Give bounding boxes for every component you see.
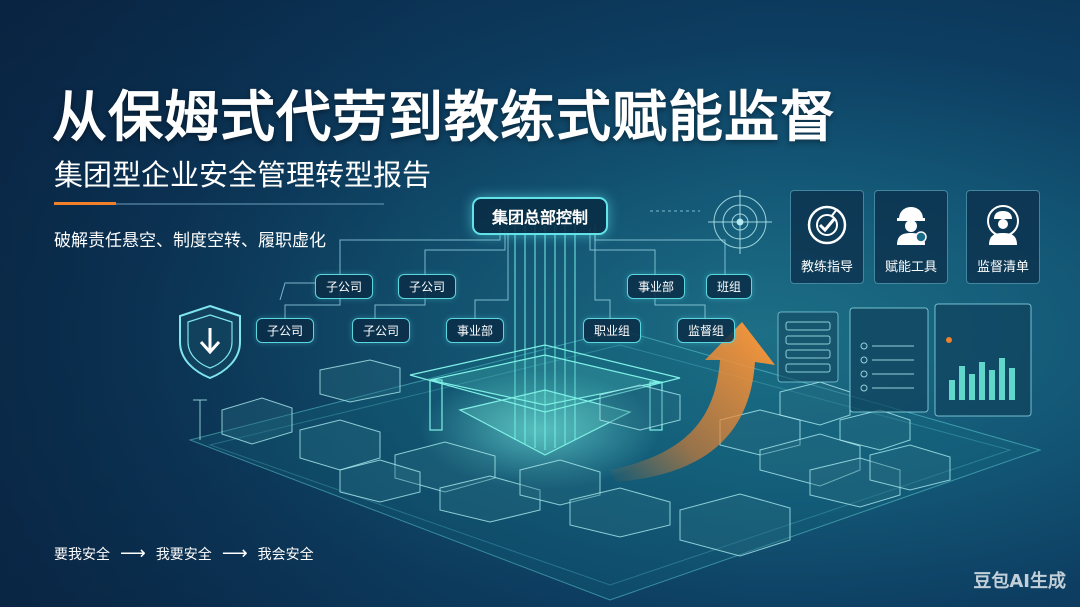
org-node-division: 事业部: [446, 318, 505, 343]
org-node-subsidiary: 子公司: [256, 318, 315, 343]
org-node-headquarters: 集团总部控制: [472, 197, 609, 235]
growth-arrow-icon: [610, 322, 775, 482]
org-node-subsidiary: 子公司: [398, 274, 457, 299]
tool-card-empowerment: 赋能工具: [874, 190, 948, 284]
tool-card-coaching: 教练指导: [790, 190, 864, 284]
org-node-supervision-group: 监督组: [677, 318, 736, 343]
tool-label: 教练指导: [800, 260, 853, 275]
radar-icon: [708, 190, 772, 254]
tagline: 破解责任悬空、制度空转、履职虚化: [54, 231, 326, 251]
worker-icon: [897, 207, 927, 245]
org-node-subsidiary: 子公司: [315, 274, 374, 299]
flow-step: 我要安全: [155, 546, 212, 563]
page-title: 从保姆式代劳到教练式赋能监督: [52, 85, 837, 149]
arrow-right-icon: ⟶: [221, 543, 248, 564]
flow-step: 我会安全: [257, 546, 314, 563]
org-node-job-group: 职业组: [583, 318, 642, 343]
tool-label: 赋能工具: [884, 260, 937, 275]
org-node-subsidiary: 子公司: [352, 318, 411, 343]
org-node-division: 事业部: [627, 274, 686, 299]
watermark: 豆包AI生成: [973, 571, 1066, 592]
page-subtitle: 集团型企业安全管理转型报告: [54, 158, 432, 192]
arrow-right-icon: ⟶: [120, 543, 146, 564]
tool-card-supervision: 监督清单: [966, 190, 1040, 284]
inspector-icon: [987, 205, 1019, 245]
mindset-flow: 要我安全 ⟶ 我要安全 ⟶ 我会安全: [54, 543, 314, 564]
org-node-team: 班组: [706, 274, 753, 299]
target-check-icon: [807, 205, 847, 245]
divider: [54, 203, 384, 205]
flow-step: 要我安全: [54, 546, 110, 563]
tool-label: 监督清单: [976, 260, 1029, 275]
divider-accent: [54, 202, 116, 205]
shield-download-icon: [179, 304, 241, 380]
